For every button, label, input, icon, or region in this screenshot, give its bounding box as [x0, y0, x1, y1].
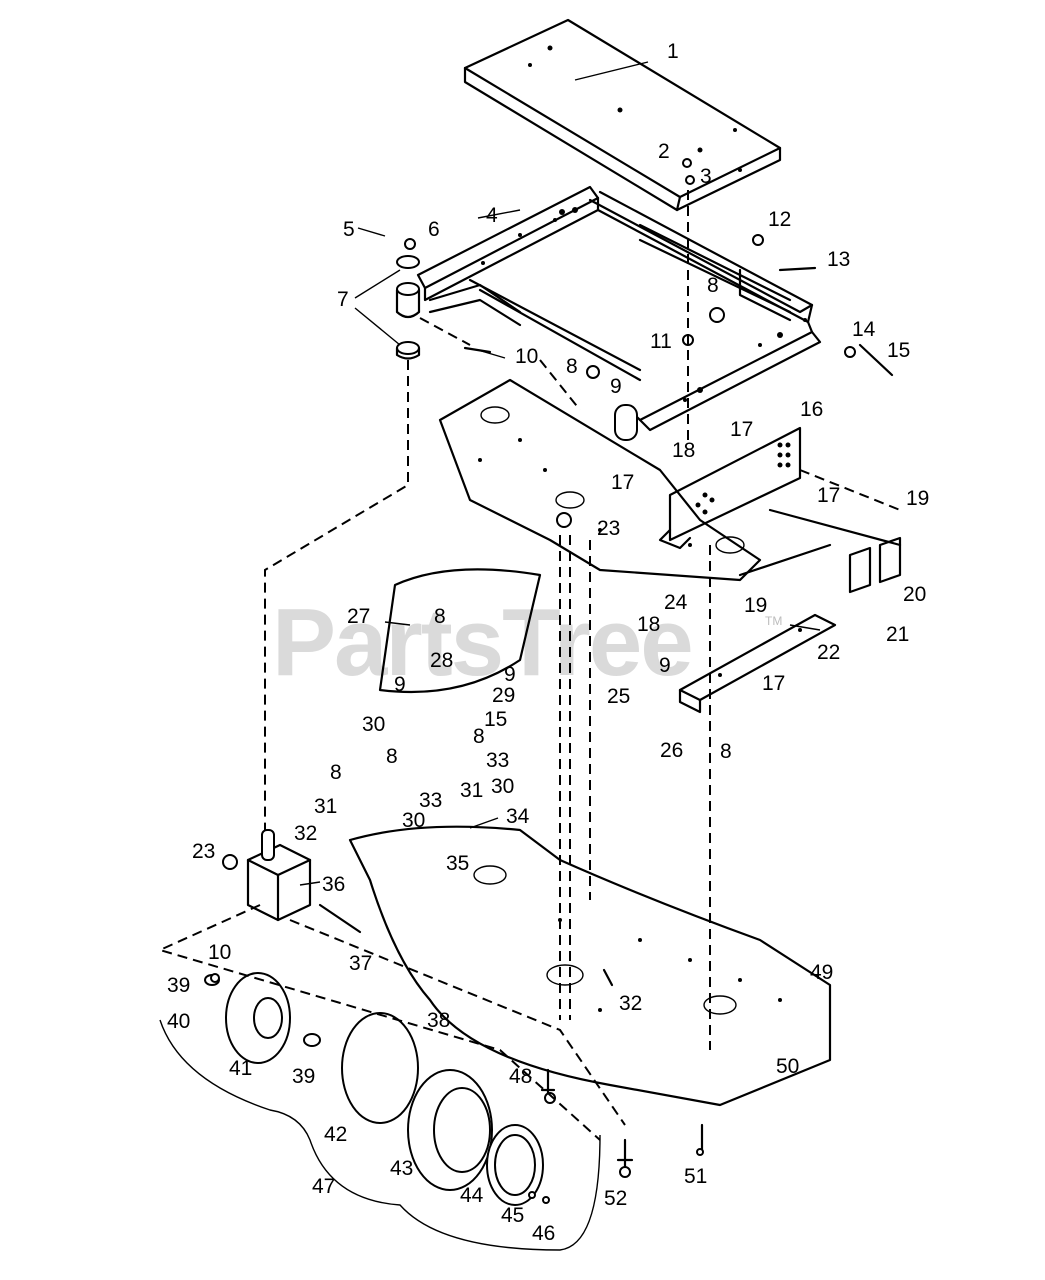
- callout-8c: 8: [434, 605, 446, 628]
- assembly-dashed-lines: [157, 190, 901, 1141]
- top-cover-plate: [463, 18, 782, 212]
- callout-34: 34: [506, 805, 530, 828]
- callout-17: 17: [730, 418, 753, 441]
- deck-top-plate: [438, 378, 762, 582]
- callout-8b: 8: [566, 355, 578, 378]
- callout-9d: 9: [394, 673, 406, 696]
- callout-40: 40: [167, 1010, 190, 1033]
- callout-43: 43: [390, 1157, 413, 1180]
- callout-30b: 30: [491, 775, 514, 798]
- callout-38: 38: [427, 1009, 450, 1032]
- callout-8: 8: [707, 274, 719, 297]
- pivot-tube: [395, 255, 421, 360]
- mounting-bracket: [658, 426, 802, 550]
- spring-clips: [848, 536, 902, 594]
- callout-32: 32: [294, 822, 317, 845]
- callout-2: 2: [658, 140, 670, 163]
- callout-30c: 30: [402, 809, 425, 832]
- watermark-trademark: TM: [765, 614, 782, 628]
- callout-48: 48: [509, 1065, 532, 1088]
- callout-18: 18: [672, 439, 695, 462]
- callout-49: 49: [810, 961, 833, 984]
- callout-15: 15: [887, 339, 910, 362]
- callout-22: 22: [817, 641, 840, 664]
- callout-21: 21: [886, 623, 909, 646]
- callout-7: 7: [337, 288, 349, 311]
- callout-33: 33: [486, 749, 509, 772]
- callout-39: 39: [167, 974, 190, 997]
- callout-17c: 17: [817, 484, 840, 507]
- callout-46: 46: [532, 1222, 555, 1245]
- callout-31b: 31: [314, 795, 337, 818]
- callout-41: 41: [229, 1057, 252, 1080]
- callout-11: 11: [650, 330, 672, 353]
- callout-36: 36: [322, 873, 345, 896]
- rod-upper: [768, 508, 902, 547]
- callout-44: 44: [460, 1184, 484, 1207]
- callout-28: 28: [430, 649, 453, 672]
- callout-10: 10: [515, 345, 538, 368]
- lower-bracket: [678, 613, 837, 714]
- wheel-group-outline: [159, 1019, 601, 1251]
- callout-33b: 33: [419, 789, 442, 812]
- callout-19: 19: [906, 487, 929, 510]
- callout-1: 1: [667, 40, 679, 63]
- callout-35: 35: [446, 852, 469, 875]
- callout-13: 13: [827, 248, 850, 271]
- callout-29: 29: [492, 684, 515, 707]
- callout-20: 20: [903, 583, 926, 606]
- callout-leaders: [299, 61, 821, 886]
- callout-3: 3: [700, 165, 712, 188]
- callout-17b: 17: [611, 471, 634, 494]
- callout-51: 51: [684, 1165, 707, 1188]
- callout-14: 14: [852, 318, 876, 341]
- callout-23b: 23: [192, 840, 215, 863]
- callout-32b: 32: [619, 992, 642, 1015]
- callout-8f: 8: [386, 745, 398, 768]
- pivot-block: [246, 829, 312, 922]
- callout-6: 6: [428, 218, 440, 241]
- callout-26: 26: [660, 739, 683, 762]
- wheel-assembly: [204, 972, 544, 1206]
- callout-19b: 19: [744, 594, 767, 617]
- main-frame: [416, 185, 822, 441]
- callout-24: 24: [664, 591, 688, 614]
- callout-8e: 8: [473, 725, 485, 748]
- callout-25: 25: [607, 685, 630, 708]
- callout-18b: 18: [637, 613, 660, 636]
- callout-30: 30: [362, 713, 385, 736]
- callout-17d: 17: [762, 672, 785, 695]
- callout-10b: 10: [208, 941, 231, 964]
- callout-16: 16: [800, 398, 823, 421]
- callout-9b: 9: [504, 663, 516, 686]
- callout-8g: 8: [330, 761, 342, 784]
- callout-52: 52: [604, 1187, 627, 1210]
- callout-45: 45: [501, 1204, 524, 1227]
- hardware-bolts: [210, 158, 894, 1204]
- callout-37: 37: [349, 952, 372, 975]
- callout-9c: 9: [659, 654, 671, 677]
- callout-9: 9: [610, 375, 622, 398]
- callout-4: 4: [486, 204, 498, 227]
- callout-39b: 39: [292, 1065, 315, 1088]
- callout-47: 47: [312, 1175, 335, 1198]
- callout-50: 50: [776, 1055, 799, 1078]
- callout-15b: 15: [484, 708, 507, 731]
- callout-42: 42: [324, 1123, 347, 1146]
- callout-12: 12: [768, 208, 791, 231]
- callout-numbers: 1 2 3 4 5 6 7 12 13 8 11 10 8 9 14 15 16…: [167, 40, 929, 1245]
- rod-lower: [738, 543, 832, 577]
- callout-8d: 8: [720, 740, 732, 763]
- callout-31: 31: [460, 779, 483, 802]
- callout-5: 5: [343, 218, 355, 241]
- callout-27: 27: [347, 605, 370, 628]
- callout-23: 23: [597, 517, 620, 540]
